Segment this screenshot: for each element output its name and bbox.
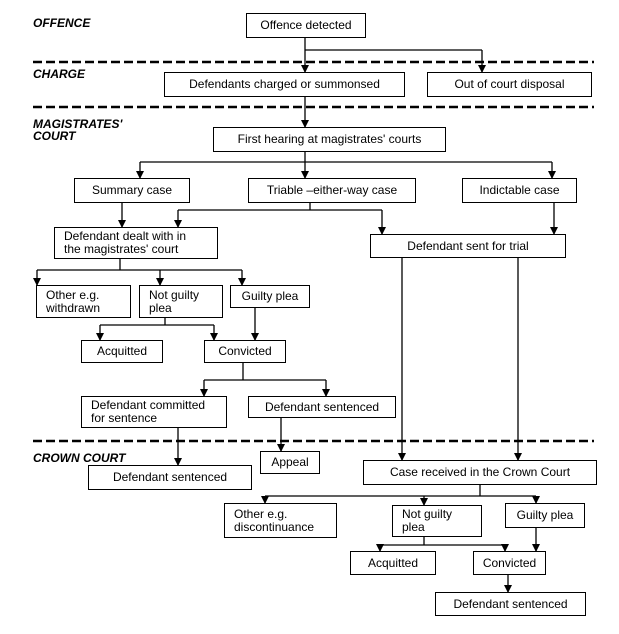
dealt-with-in-magistrates-box: Defendant dealt with in the magistrates'… bbox=[54, 227, 218, 259]
section-label-magistrates-court: MAGISTRATES' COURT bbox=[33, 117, 123, 143]
sent-for-trial-box: Defendant sent for trial bbox=[370, 234, 566, 258]
crown-guilty-plea-box: Guilty plea bbox=[505, 503, 585, 528]
connectors bbox=[33, 38, 558, 593]
crown-not-guilty-plea-box: Not guilty plea bbox=[392, 505, 482, 537]
magistrates-acquitted-box: Acquitted bbox=[81, 340, 163, 363]
triable-either-way-box: Triable –either-way case bbox=[248, 178, 416, 203]
crown-convicted-box: Convicted bbox=[473, 551, 546, 575]
committed-for-sentence-box: Defendant committed for sentence bbox=[81, 396, 227, 428]
magistrates-not-guilty-plea-box: Not guilty plea bbox=[139, 285, 223, 318]
offence-detected-box: Offence detected bbox=[246, 13, 366, 38]
first-hearing-box: First hearing at magistrates' courts bbox=[213, 127, 446, 152]
crown-acquitted-box: Acquitted bbox=[350, 551, 436, 575]
crown-other-discontinuance-box: Other e.g. discontinuance bbox=[224, 503, 337, 538]
magistrates-guilty-plea-box: Guilty plea bbox=[230, 285, 310, 308]
section-label-charge: CHARGE bbox=[33, 67, 86, 81]
indictable-case-box: Indictable case bbox=[462, 178, 577, 203]
out-of-court-disposal-box: Out of court disposal bbox=[427, 72, 592, 97]
crown-sentenced-after-committal-box: Defendant sentenced bbox=[88, 465, 252, 490]
summary-case-box: Summary case bbox=[74, 178, 190, 203]
section-label-crown-court: CROWN COURT bbox=[33, 451, 126, 465]
magistrates-defendant-sentenced-box: Defendant sentenced bbox=[248, 396, 396, 418]
defendants-charged-box: Defendants charged or summonsed bbox=[164, 72, 405, 97]
section-label-offence: OFFENCE bbox=[33, 16, 91, 30]
magistrates-convicted-box: Convicted bbox=[204, 340, 286, 363]
appeal-box: Appeal bbox=[260, 451, 320, 474]
section-dividers bbox=[33, 60, 594, 443]
crown-defendant-sentenced-box: Defendant sentenced bbox=[435, 592, 586, 616]
magistrates-other-withdrawn-box: Other e.g. withdrawn bbox=[36, 285, 131, 318]
case-received-crown-court-box: Case received in the Crown Court bbox=[363, 460, 597, 485]
